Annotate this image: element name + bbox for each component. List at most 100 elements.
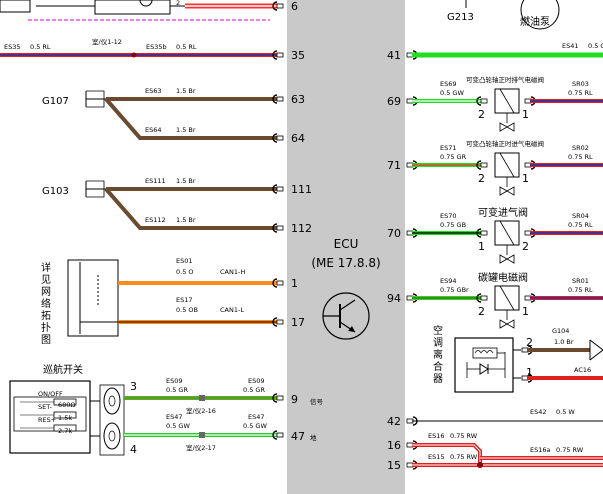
transistor-icon — [322, 292, 370, 340]
fuel-pump: G213 燃油泵 — [447, 0, 560, 30]
pin-112: 112 — [291, 222, 312, 235]
wire-spec: 0.75 GBr — [440, 286, 469, 294]
wire-es35 — [0, 50, 284, 60]
pin-41: 41 — [387, 49, 401, 62]
wire-spec: 0.75 RW — [556, 446, 584, 454]
junction-dot — [131, 52, 137, 58]
wire-label: ES94 — [440, 277, 457, 285]
pin-47-label: 地 — [310, 433, 317, 442]
pin-69: 69 — [387, 95, 401, 108]
can-l-label: CAN1-L — [220, 306, 244, 314]
pin-15: 15 — [387, 459, 401, 472]
wire-spec: 0.5 RL — [176, 43, 197, 51]
ecu-body — [287, 0, 405, 494]
pin-35: 35 — [291, 49, 305, 62]
fuel-pump-motor-icon — [520, 0, 560, 30]
ground-g107-symbol — [85, 90, 106, 108]
pin-1: 1 — [291, 277, 298, 290]
can-h-label: CAN1-H — [220, 268, 245, 276]
wire-label: ES35 — [4, 43, 21, 51]
wire-spec: 0.75 RL — [568, 153, 593, 161]
wire-es15 — [406, 460, 603, 470]
wire-spec: 0.5 W — [556, 408, 575, 416]
wire-spec: 0.5 O — [176, 268, 194, 276]
solenoid-label: 可变进气阀 — [478, 206, 528, 219]
wire-spec: 0.5 RL — [30, 43, 51, 51]
wire-label: ES47 — [166, 413, 183, 421]
pin-71: 71 — [387, 159, 401, 172]
connector-pin: 2 — [526, 336, 533, 349]
ground-g103-symbol — [85, 180, 106, 198]
resistor-label: 680Ω — [58, 401, 75, 409]
resistor-label: 1.5k — [58, 414, 72, 422]
connector-pin: 2 — [478, 305, 485, 318]
wire-label: ES111 — [145, 177, 166, 185]
wire-spec: 0.75 RL — [568, 89, 593, 97]
wire-label: SR01 — [572, 277, 589, 285]
wire-spec: 0.5 GR — [166, 386, 188, 394]
fuel-pump-label: 燃油泵 — [520, 15, 550, 28]
cruise-label: ON/OFF — [38, 390, 63, 398]
wire-es64 — [104, 97, 284, 143]
wire-spec: 0.5 GW — [166, 422, 190, 430]
connector-pin: 4 — [130, 443, 137, 456]
pin-70: 70 — [387, 227, 401, 240]
wire-spec: 0.75 RL — [568, 221, 593, 229]
wire-label: ES70 — [440, 212, 457, 220]
pin-6: 6 — [291, 0, 298, 13]
wire-label: ES47 — [248, 413, 265, 421]
wire-label: ES15 — [428, 453, 445, 461]
cruise-label: RES+ — [38, 416, 56, 424]
wire-label: SR04 — [572, 212, 589, 220]
connector-pin: 2 — [478, 172, 485, 185]
pin-94: 94 — [387, 292, 401, 305]
wire-ac16 — [521, 373, 603, 383]
wire-label: ES69 — [440, 80, 457, 88]
wire-label: ES35b — [146, 43, 167, 51]
wire-spec: 1.5 Br — [176, 216, 196, 224]
connector-pin: 2 — [478, 108, 485, 121]
topology-label: 详见网络拓扑图 — [39, 261, 51, 346]
connector-pin: 1 — [478, 240, 485, 253]
wire-spec: 1.5 Br — [176, 177, 196, 185]
wire-label: ES17 — [176, 296, 193, 304]
wire-es41 — [406, 50, 603, 60]
svg-text:2: 2 — [176, 0, 180, 7]
wire-es112 — [104, 187, 284, 233]
cruise-switch-box — [9, 380, 100, 454]
wire-spec: 0.5 GW — [440, 89, 464, 97]
wire-label: ES64 — [145, 126, 162, 134]
wire-spec: 1.5 Br — [176, 126, 196, 134]
wire-label: ES63 — [145, 87, 162, 95]
resistor-label: 2.7k — [58, 427, 72, 435]
connector-pin: 1 — [522, 108, 529, 121]
wire-es111 — [106, 184, 284, 194]
solenoid-label: 可变凸轮轴正时进气电磁阀 — [466, 139, 544, 148]
connector-pin: 1 — [522, 305, 529, 318]
wire-label: ES09 — [248, 377, 265, 385]
wire-spec: 0.75 RL — [568, 286, 593, 294]
wire-label: SR03 — [572, 80, 589, 88]
wire-spec: 0.75 RW — [450, 453, 478, 461]
ground-label: G103 — [42, 186, 69, 197]
ground-label: G107 — [42, 96, 69, 107]
pin-17: 17 — [291, 316, 305, 329]
wire-label: ES09 — [166, 377, 183, 385]
wire-es42 — [406, 416, 603, 426]
ecu-model: (ME 17.8.8) — [311, 256, 380, 270]
solenoid-label: 碳罐电磁阀 — [478, 271, 528, 284]
pin-47: 47 — [291, 430, 305, 443]
junction-label: 室/仪2-17 — [186, 443, 216, 452]
solenoid-label: 可变凸轮轴正时排气电磁阀 — [466, 75, 544, 84]
wire-label: ES112 — [145, 216, 166, 224]
pin-16: 16 — [387, 439, 401, 452]
connector-pin: 3 — [130, 380, 137, 393]
wire-label: ES41 — [562, 42, 579, 50]
wire-label: SR02 — [572, 144, 589, 152]
pin-63: 63 — [291, 93, 305, 106]
pin-9: 9 — [291, 393, 298, 406]
